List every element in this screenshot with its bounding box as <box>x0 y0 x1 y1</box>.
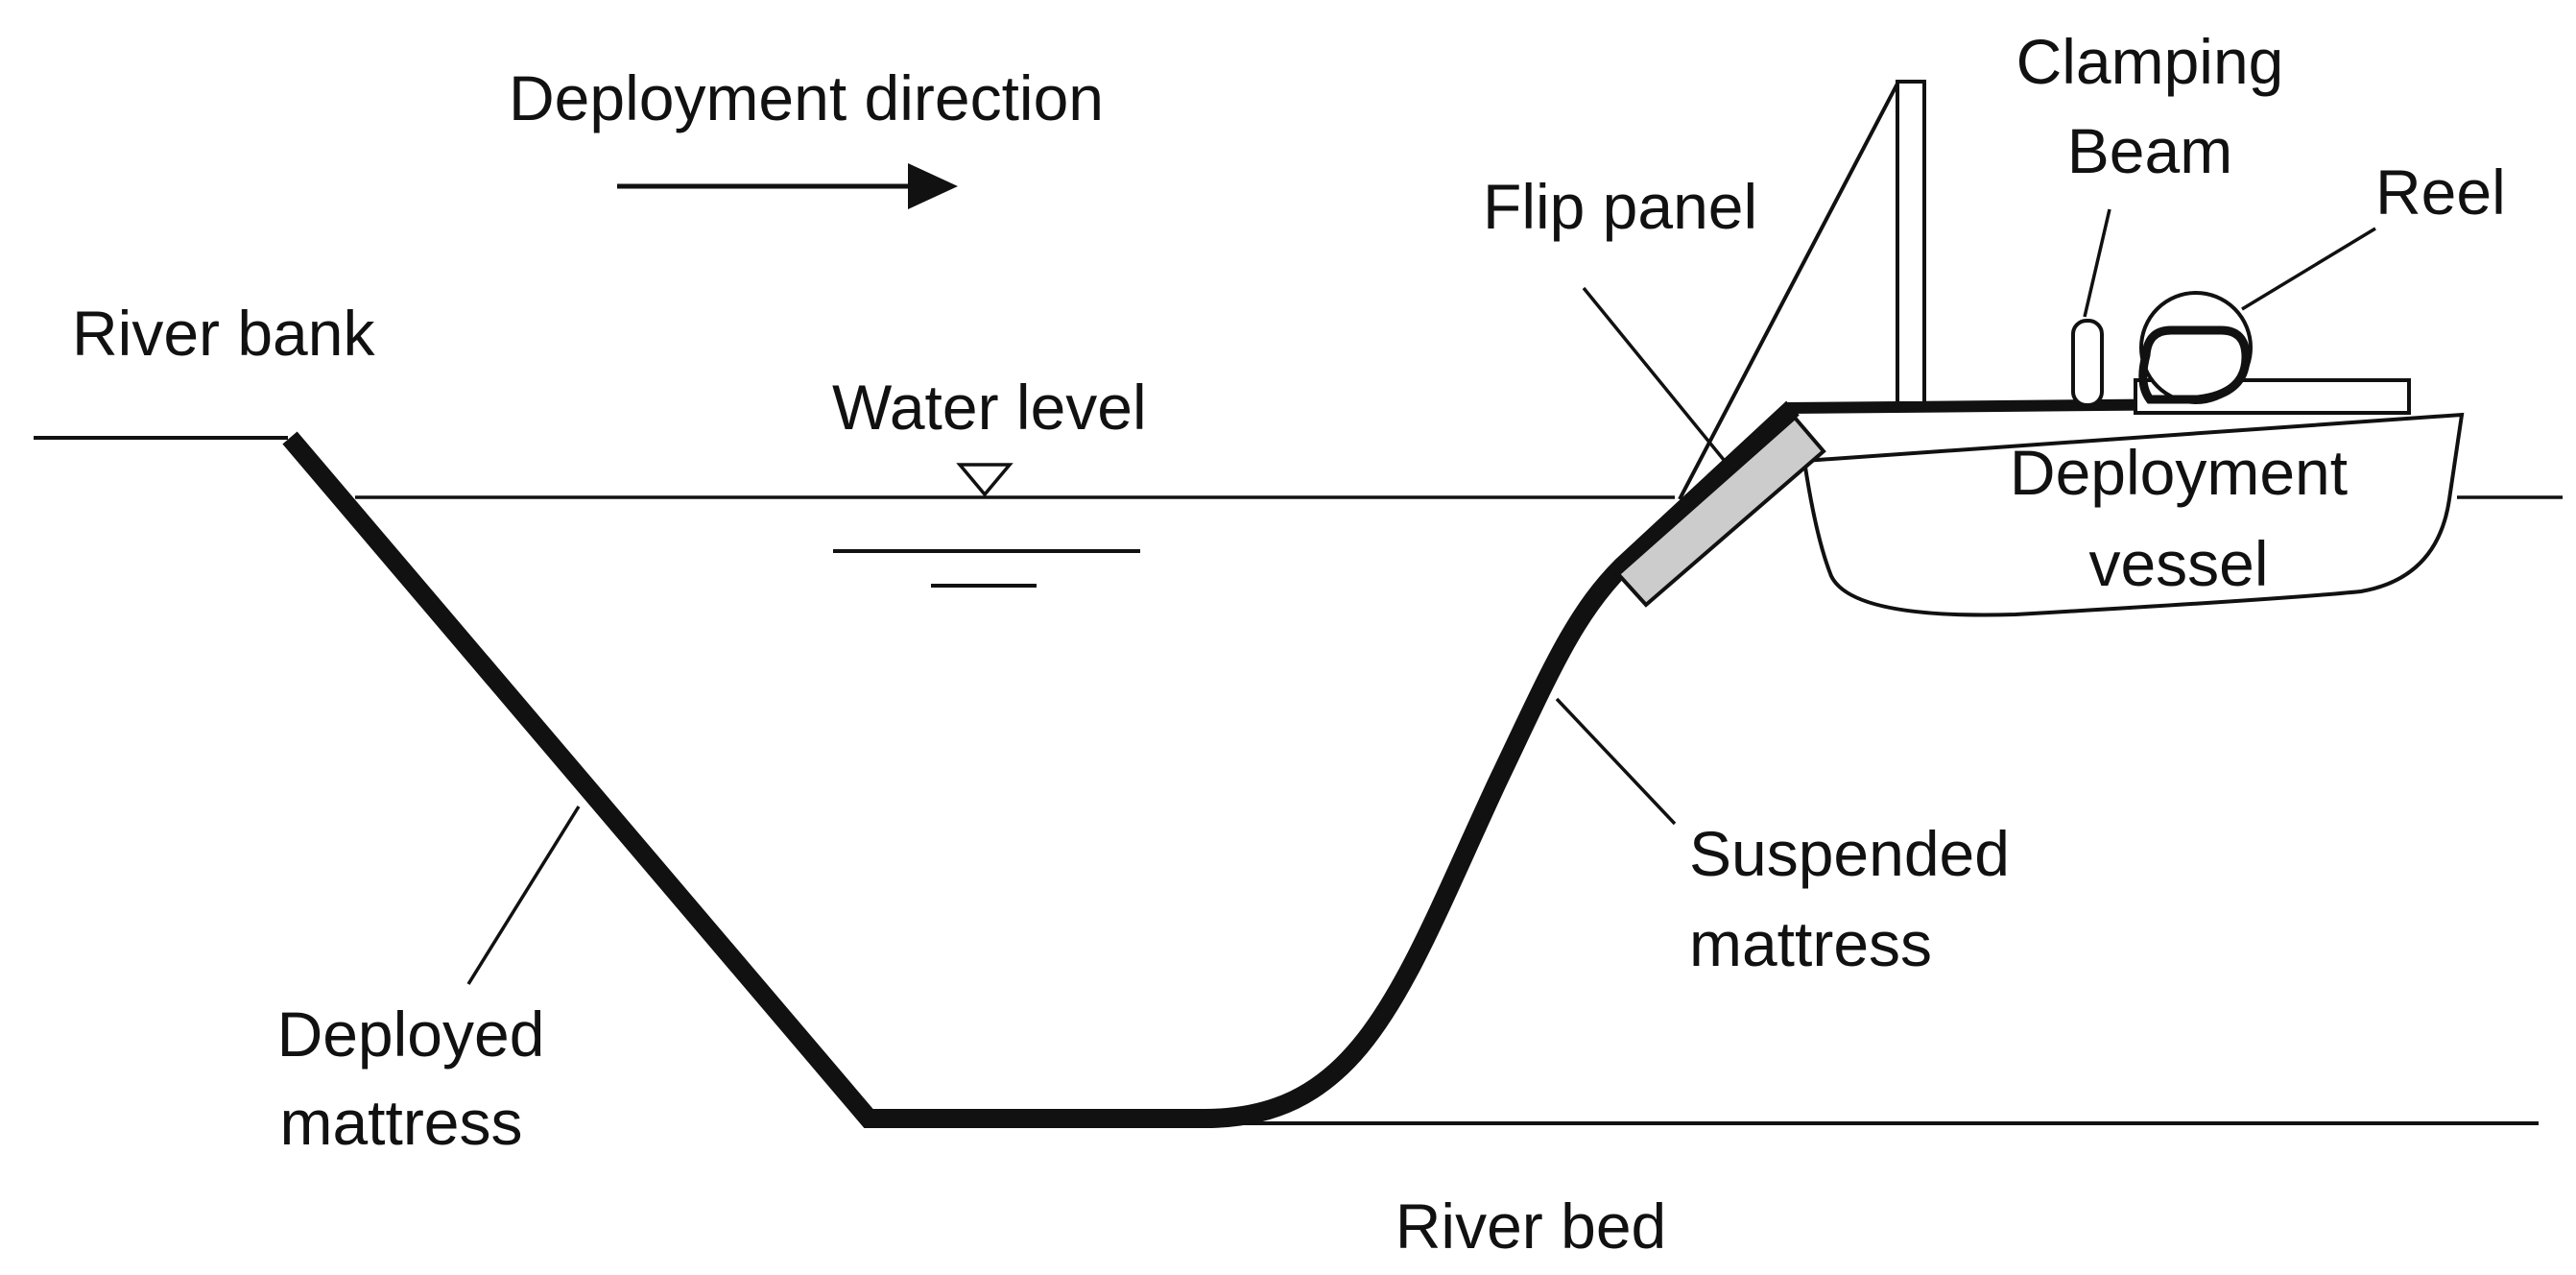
clamping-beam-leader <box>2083 208 2111 318</box>
deployment-vessel-label-line2: vessel <box>2088 528 2268 599</box>
suspended-mattress-label-line1: Suspended <box>1689 818 2010 889</box>
river-bed-label: River bed <box>1395 1191 1666 1262</box>
deployed-mattress-label-line2: mattress <box>279 1087 522 1158</box>
clamping-beam-label-line2: Beam <box>2067 115 2232 186</box>
suspended-mattress-label-line2: mattress <box>1689 908 1932 979</box>
deployment-vessel-label-line1: Deployment <box>2010 437 2348 508</box>
deployment-direction-label: Deployment direction <box>509 62 1104 133</box>
deployed-mattress-label-line1: Deployed <box>277 998 545 1070</box>
deployment-direction-arrow-head <box>908 163 958 209</box>
river-bank-label: River bank <box>72 298 375 369</box>
water-level-label: Water level <box>832 372 1147 443</box>
deployment-vessel-hull <box>1801 412 2465 617</box>
water-level-triangle-icon <box>956 463 1014 497</box>
deployed-mattress <box>282 431 1211 1128</box>
clamping-beam-label-line1: Clamping <box>2016 26 2284 97</box>
flip-panel-leader <box>1582 286 1734 472</box>
reel-label: Reel <box>2375 156 2506 228</box>
suspended-mattress-leader <box>1555 697 1677 826</box>
reel-mattress-wrap <box>2138 325 2251 404</box>
deployed-mattress-leader <box>466 806 581 985</box>
flip-panel <box>1615 415 1826 608</box>
mast-stay-cable <box>1678 83 1899 500</box>
suspended-mattress <box>1204 400 1800 1128</box>
clamping-beam <box>2071 319 2104 407</box>
reel-leader <box>2241 227 2376 311</box>
flip-panel-label: Flip panel <box>1483 171 1757 242</box>
vessel-mast <box>1896 80 1926 405</box>
